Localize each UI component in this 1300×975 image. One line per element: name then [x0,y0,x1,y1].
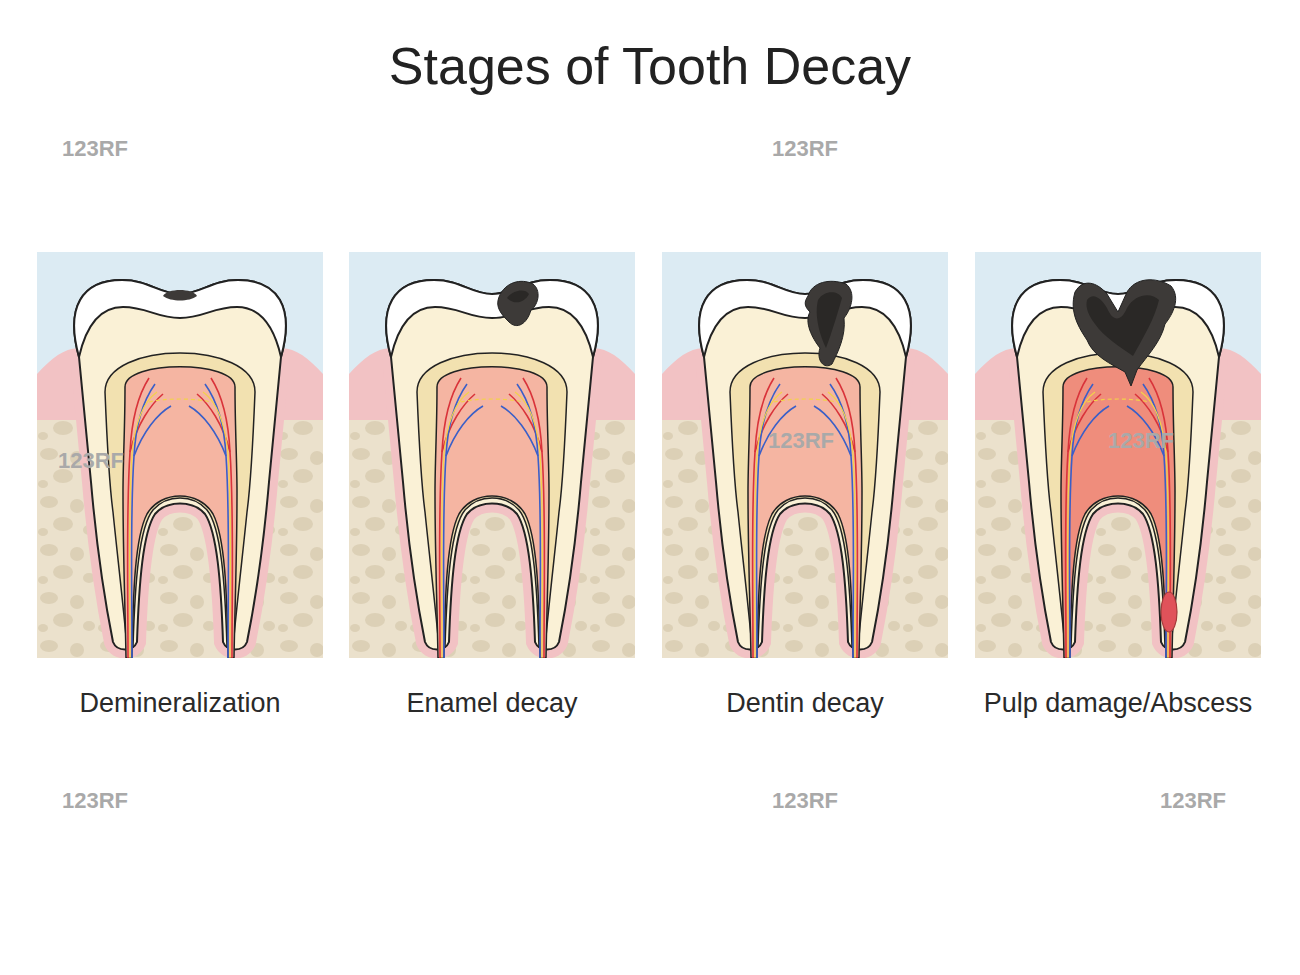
stage-caption: Enamel decay [406,688,577,719]
watermark: 123RF [58,448,124,474]
stage-panel: Dentin decay [662,252,948,658]
watermark: 123RF [772,136,838,162]
watermark: 123RF [62,788,128,814]
stage-caption: Demineralization [79,688,280,719]
stage-panel: Pulp damage/Abscess [975,252,1261,658]
watermark: 123RF [1108,428,1174,454]
stage-panel: Enamel decay [349,252,635,658]
stage-caption: Pulp damage/Abscess [984,688,1253,719]
watermark: 123RF [772,788,838,814]
stage-caption: Dentin decay [726,688,884,719]
watermark: 123RF [1160,788,1226,814]
diagram-title: Stages of Tooth Decay [0,36,1300,96]
watermark: 123RF [62,136,128,162]
watermark: 123RF [768,428,834,454]
